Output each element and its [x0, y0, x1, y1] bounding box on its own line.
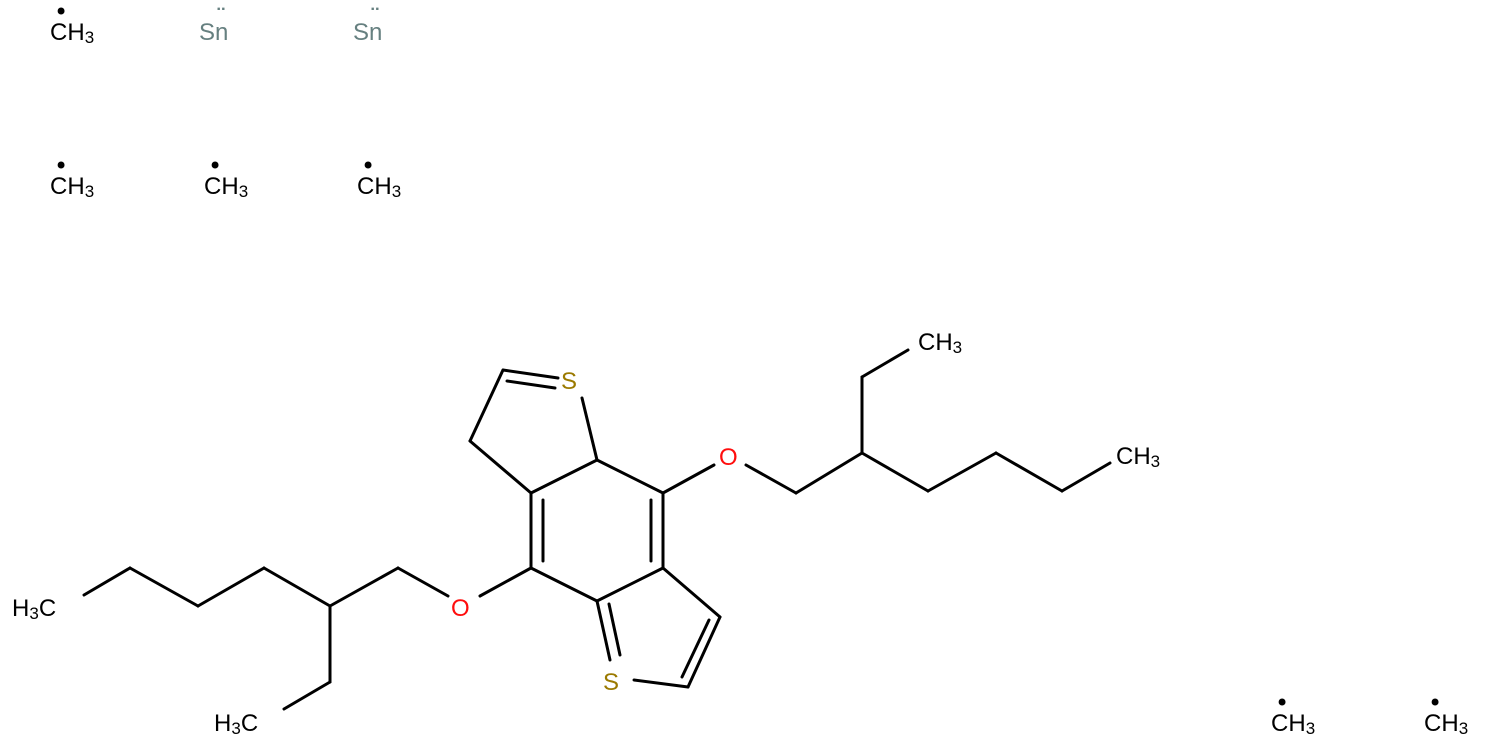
methyl-radical-2: CH3 •	[50, 152, 94, 201]
core-bonds	[468, 368, 722, 689]
h3c-terminal-butyl-left: H3C	[12, 595, 56, 623]
svg-text:CH3: CH3	[50, 173, 94, 201]
svg-text:CH3: CH3	[50, 19, 94, 47]
svg-text:•: •	[1428, 689, 1442, 717]
methyl-radical-3: CH3 •	[204, 152, 248, 201]
svg-text:CH3: CH3	[1424, 710, 1468, 738]
ch3-terminal-ethyl-right: CH3	[918, 329, 962, 357]
ch3-terminal-butyl-right: CH3	[1116, 443, 1160, 471]
right-alkoxy-chain	[661, 348, 1112, 495]
methyl-radical-5: CH3 •	[1271, 689, 1315, 738]
oxygen-atom-left: O	[451, 595, 470, 622]
sulfur-atom-top: S	[561, 368, 577, 395]
oxygen-atom-right: O	[719, 444, 738, 471]
svg-text:CH3: CH3	[1271, 710, 1315, 738]
svg-text:¨: ¨	[369, 4, 381, 32]
svg-text:Sn: Sn	[353, 19, 382, 46]
sulfur-atom-bottom: S	[603, 669, 619, 696]
svg-text:•: •	[54, 0, 68, 26]
svg-text:¨: ¨	[215, 4, 227, 32]
svg-text:CH3: CH3	[204, 173, 248, 201]
tin-atom-1: Sn ¨	[199, 4, 228, 46]
methyl-radical-6: CH3 •	[1424, 689, 1468, 738]
svg-text:•: •	[208, 152, 222, 180]
h3c-terminal-ethyl-left: H3C	[214, 710, 258, 738]
svg-text:CH3: CH3	[357, 173, 401, 201]
left-alkoxy-chain	[82, 566, 533, 711]
svg-text:•: •	[54, 152, 68, 180]
svg-text:•: •	[1275, 689, 1289, 717]
svg-text:Sn: Sn	[199, 19, 228, 46]
svg-text:•: •	[361, 152, 375, 180]
methyl-radical-4: CH3 •	[357, 152, 401, 201]
methyl-radical-1: CH3 •	[50, 0, 94, 47]
tin-atom-2: Sn ¨	[353, 4, 382, 46]
